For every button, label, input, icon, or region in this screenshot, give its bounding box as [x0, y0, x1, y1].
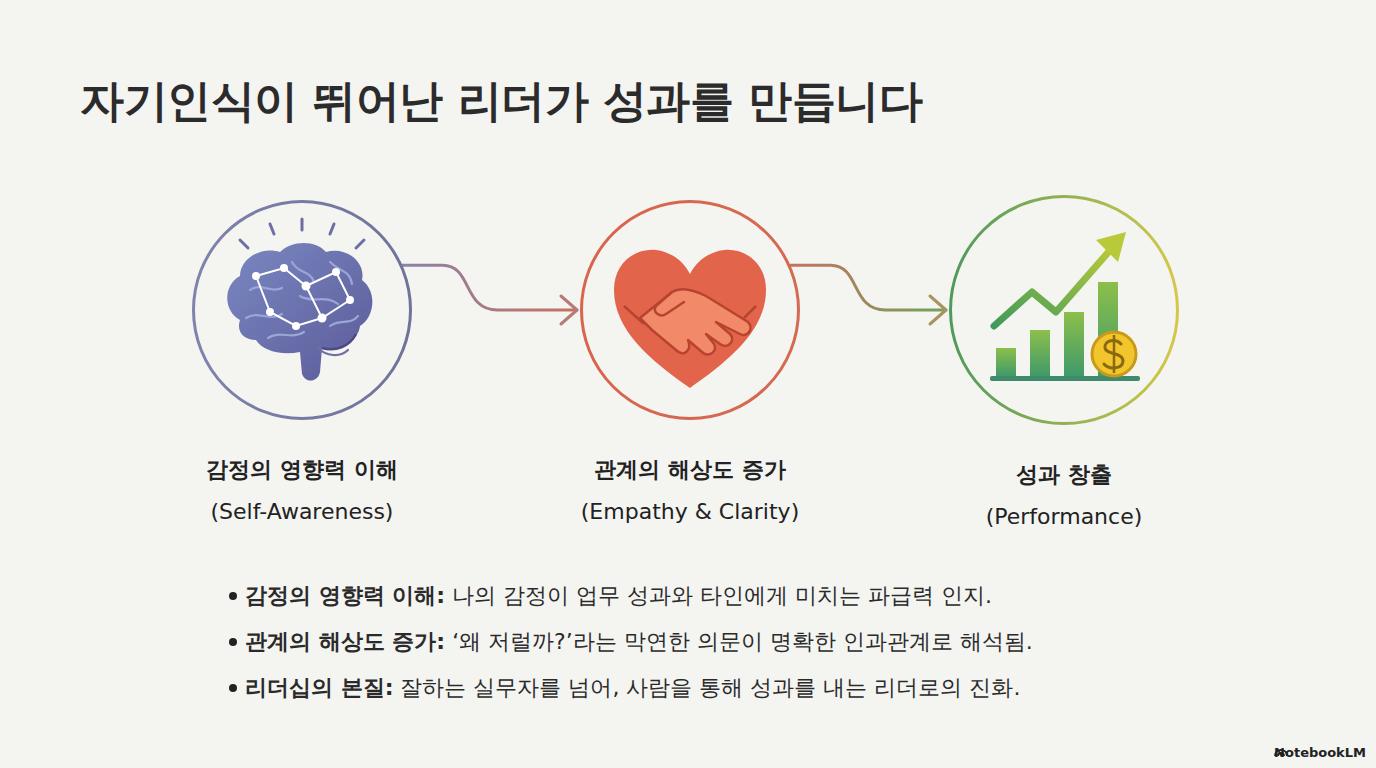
- node-heading: 감정의 영향력 이해: [206, 456, 397, 484]
- node-heading: 성과 창출: [1016, 461, 1112, 489]
- circle-node: 성과 창출(Performance): [949, 195, 1179, 425]
- circle-node: 감정의 영향력 이해(Self-Awareness): [192, 200, 412, 420]
- bullet-dot: [229, 592, 237, 600]
- bullet-heading: 리더십의 본질:: [245, 675, 393, 700]
- bullet-row: 관계의 해상도 증가: ‘왜 저럴까?’라는 막연한 의문이 명확한 인과관계로 …: [245, 627, 1033, 657]
- node-heading: 관계의 해상도 증가: [594, 456, 785, 484]
- watermark: NotebookLM: [1274, 745, 1366, 760]
- growth-chart-icon: [990, 232, 1140, 381]
- diagram-title: 자기인식이 뛰어난 리더가 성과를 만듭니다: [80, 72, 922, 131]
- bullet-text: 잘하는 실무자를 넘어, 사람을 통해 성과를 내는 리더로의 진화.: [400, 675, 1020, 700]
- flow-arrow: [402, 265, 577, 324]
- bullet-heading: 관계의 해상도 증가:: [245, 629, 445, 654]
- bullet-heading: 감정의 영향력 이해:: [245, 583, 445, 608]
- bullet-text: ‘왜 저럴까?’라는 막연한 의문이 명확한 인과관계로 해석됨.: [452, 629, 1033, 654]
- bullet-dot: [229, 638, 237, 646]
- circle-outline: [949, 195, 1179, 425]
- node-subtitle: (Performance): [986, 503, 1143, 531]
- brain-icon: [227, 219, 372, 381]
- node-subtitle: (Empathy & Clarity): [581, 498, 799, 526]
- bullet-row: 감정의 영향력 이해: 나의 감정이 업무 성과와 타인에게 미치는 파급력 인지…: [245, 581, 992, 611]
- bullet-dot: [229, 684, 237, 692]
- handshake-heart-icon: [614, 250, 766, 388]
- flow-arrow: [790, 265, 946, 324]
- circle-outline: [192, 200, 412, 420]
- circle-node: 관계의 해상도 증가(Empathy & Clarity): [580, 200, 800, 420]
- circle-outline: [580, 200, 800, 420]
- node-subtitle: (Self-Awareness): [211, 498, 394, 526]
- bullet-text: 나의 감정이 업무 성과와 타인에게 미치는 파급력 인지.: [452, 583, 992, 608]
- bullet-row: 리더십의 본질: 잘하는 실무자를 넘어, 사람을 통해 성과를 내는 리더로의 …: [245, 673, 1020, 703]
